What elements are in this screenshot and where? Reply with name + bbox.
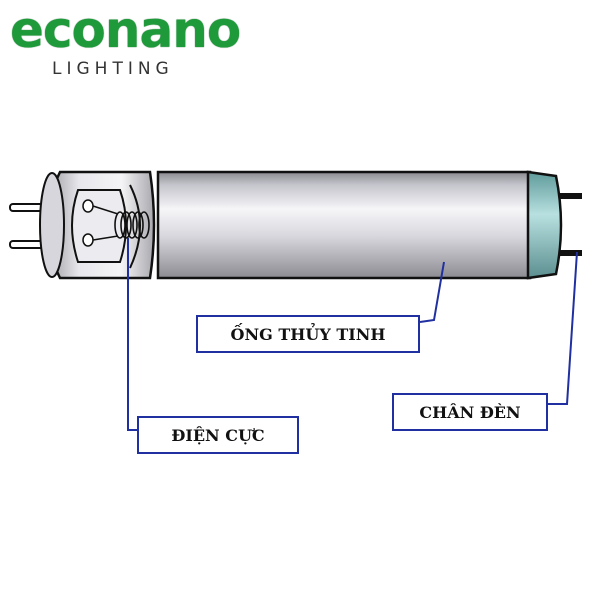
brand-logo-tagline: LIGHTING bbox=[52, 59, 174, 79]
left-pins bbox=[9, 203, 45, 249]
label-lamp-base: CHÂN ĐÈN bbox=[392, 393, 548, 431]
label-electrode: ĐIỆN CỰC bbox=[137, 416, 299, 454]
electrode-coil bbox=[114, 211, 150, 239]
glass-tube-body bbox=[156, 170, 532, 280]
right-end-cap bbox=[526, 170, 563, 280]
label-glass-tube: ỐNG THỦY TINH bbox=[196, 315, 420, 353]
leader-lamp-base bbox=[548, 251, 578, 405]
right-pins bbox=[560, 193, 582, 256]
leader-glass-tube bbox=[419, 261, 445, 323]
brand-logo-wordmark: econano bbox=[10, 1, 241, 59]
